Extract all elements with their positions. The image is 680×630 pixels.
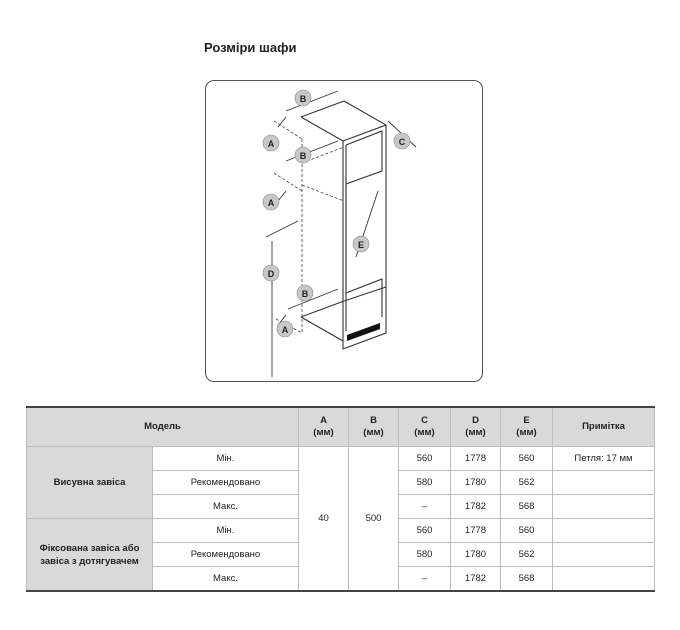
cell-e: 568 [500,494,553,519]
cell-e: 562 [500,470,553,495]
dimension-b-top-badge: B [294,89,312,107]
dimension-a-bottom-label: A [282,325,289,335]
cell-e: 560 [500,446,553,471]
header-c-label: C [421,415,428,426]
header-note: Примітка [552,406,655,447]
dimension-d-label: D [268,269,275,279]
dimension-b-mid-badge: B [294,146,312,164]
cell-note: Петля: 17 мм [552,446,655,471]
dimension-a-top-label: A [268,139,275,149]
dimension-badges: B A B A C E D [262,89,411,338]
row-sub-label: Мін. [152,446,299,471]
cell-d: 1780 [450,542,501,567]
cell-c: 560 [398,518,451,543]
dimension-b-mid-label: B [300,151,307,161]
cell-e: 562 [500,542,553,567]
cell-d: 1778 [450,518,501,543]
header-e-label: E [523,415,530,426]
table-row: Висувна завіса Мін. 40 500 560 1778 560 … [26,446,655,592]
header-a-unit: (мм) [313,427,334,438]
header-d-unit: (мм) [465,427,486,438]
header-b-unit: (мм) [363,427,384,438]
row-sub-label: Макс. [152,494,299,519]
group-name-fixed-hinge: Фіксована завіса або завіса з дотягуваче… [26,518,153,592]
cell-c: – [398,566,451,592]
cell-c: 560 [398,446,451,471]
cabinet-dimension-drawing: B A B A C E D [262,89,417,377]
row-sub-label: Рекомендовано [152,470,299,495]
header-e-unit: (мм) [516,427,537,438]
dimension-a-mid-badge: A [262,193,280,211]
header-c: C(мм) [398,406,451,447]
shared-a-value: 40 [298,446,349,592]
cell-e: 560 [500,518,553,543]
dimension-c-label: C [399,137,406,147]
cabinet-outline [300,100,387,350]
row-sub-label: Макс. [152,566,299,592]
cell-e: 568 [500,566,553,592]
cell-note [552,566,655,592]
dimension-b-bottom-label: B [302,289,309,299]
dimensions-table: Модель A(мм) B(мм) C(мм) D(мм) E(мм) При… [26,406,655,592]
table-row: Макс. – 1782 568 [27,566,655,592]
dimension-a-bottom-badge: A [276,320,294,338]
row-sub-label: Рекомендовано [152,542,299,567]
header-e: E(мм) [500,406,553,447]
header-b-label: B [370,415,377,426]
cell-note [552,518,655,543]
dimension-b-top-label: B [300,94,307,104]
header-c-unit: (мм) [414,427,435,438]
table-header-row: Модель A(мм) B(мм) C(мм) D(мм) E(мм) При… [26,406,655,447]
cell-d: 1780 [450,470,501,495]
header-a: A(мм) [298,406,349,447]
page-title: Розміри шафи [204,40,297,55]
shared-b-value: 500 [348,446,399,592]
cell-note [552,470,655,495]
cell-d: 1782 [450,566,501,592]
cell-d: 1782 [450,494,501,519]
cabinet-diagram: B A B A C E D [205,80,483,382]
cell-note [552,494,655,519]
table-row: Рекомендовано 580 1780 562 [27,542,655,567]
cell-c: 580 [398,470,451,495]
dimension-c-badge: C [393,132,411,150]
cell-c: 580 [398,542,451,567]
cell-d: 1778 [450,446,501,471]
dimension-d-badge: D [262,264,280,282]
header-d: D(мм) [450,406,501,447]
cell-note [552,542,655,567]
dimension-a-top-badge: A [262,134,280,152]
dimension-e-badge: E [352,235,370,253]
dimension-lines [265,90,417,377]
cell-c: – [398,494,451,519]
header-model: Модель [26,406,299,447]
dimension-b-bottom-badge: B [296,284,314,302]
header-d-label: D [472,415,479,426]
vent-grille [347,323,380,341]
dimension-a-mid-label: A [268,198,275,208]
row-sub-label: Мін. [152,518,299,543]
group-name-sliding-hinge: Висувна завіса [26,446,153,519]
header-a-label: A [320,415,327,426]
dimension-e-label: E [358,240,364,250]
header-b: B(мм) [348,406,399,447]
